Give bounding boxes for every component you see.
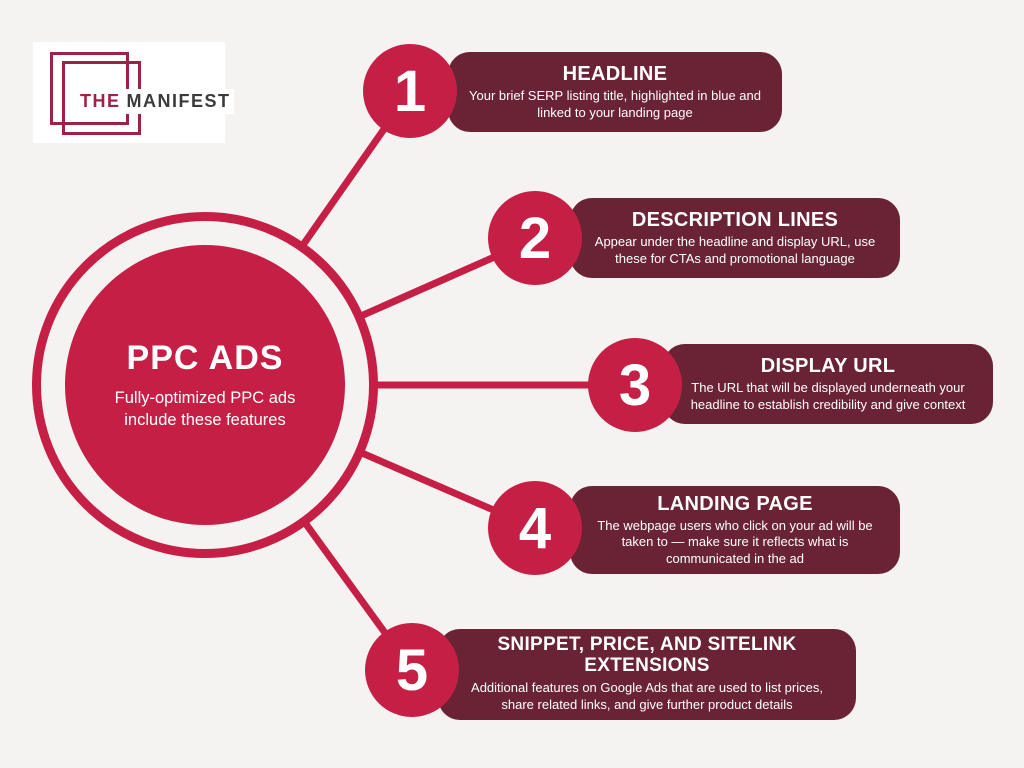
item-2-title: DESCRIPTION LINES <box>631 208 839 231</box>
center-circle: PPC ADS Fully-optimized PPC ads include … <box>65 245 345 525</box>
item-4-title: LANDING PAGE <box>657 492 813 515</box>
item-1-number: 1 <box>393 58 427 124</box>
item-3-description: The URL that will be displayed underneat… <box>690 379 966 412</box>
item-3-number: 3 <box>618 352 652 418</box>
item-3-number-badge: 3 <box>588 338 682 432</box>
item-3-title: DISPLAY URL <box>760 354 896 377</box>
item-1-card: HEADLINE Your brief SERP listing title, … <box>448 52 782 132</box>
item-4-description: The webpage users who click on your ad w… <box>597 517 873 566</box>
item-5-card: SNIPPET, PRICE, AND SITELINK EXTENSIONS … <box>438 629 856 720</box>
item-5-number-badge: 5 <box>365 623 459 717</box>
item-2-description: Appear under the headline and display UR… <box>594 233 876 266</box>
item-5-number: 5 <box>395 637 429 703</box>
item-1-title: HEADLINE <box>562 62 668 85</box>
item-4-number: 4 <box>518 495 552 561</box>
item-2-number-badge: 2 <box>488 191 582 285</box>
item-5-description: Additional features on Google Ads that a… <box>471 680 823 712</box>
item-2-card: DESCRIPTION LINES Appear under the headl… <box>570 198 900 278</box>
logo-square-back-icon <box>50 52 129 125</box>
logo-word-manifest: MANIFEST <box>126 91 231 111</box>
item-3-card: DISPLAY URL The URL that will be display… <box>663 344 993 424</box>
item-4-number-badge: 4 <box>488 481 582 575</box>
item-2-number: 2 <box>518 205 552 271</box>
item-5-title: SNIPPET, PRICE, AND SITELINK EXTENSIONS <box>497 634 797 677</box>
center-subtitle: Fully-optimized PPC ads include these fe… <box>114 388 296 429</box>
item-1-number-badge: 1 <box>363 44 457 138</box>
item-4-card: LANDING PAGE The webpage users who click… <box>570 486 900 574</box>
center-title: PPC ADS <box>126 338 284 377</box>
logo-word-the: THE <box>80 91 121 111</box>
item-1-description: Your brief SERP listing title, highlight… <box>469 87 761 120</box>
